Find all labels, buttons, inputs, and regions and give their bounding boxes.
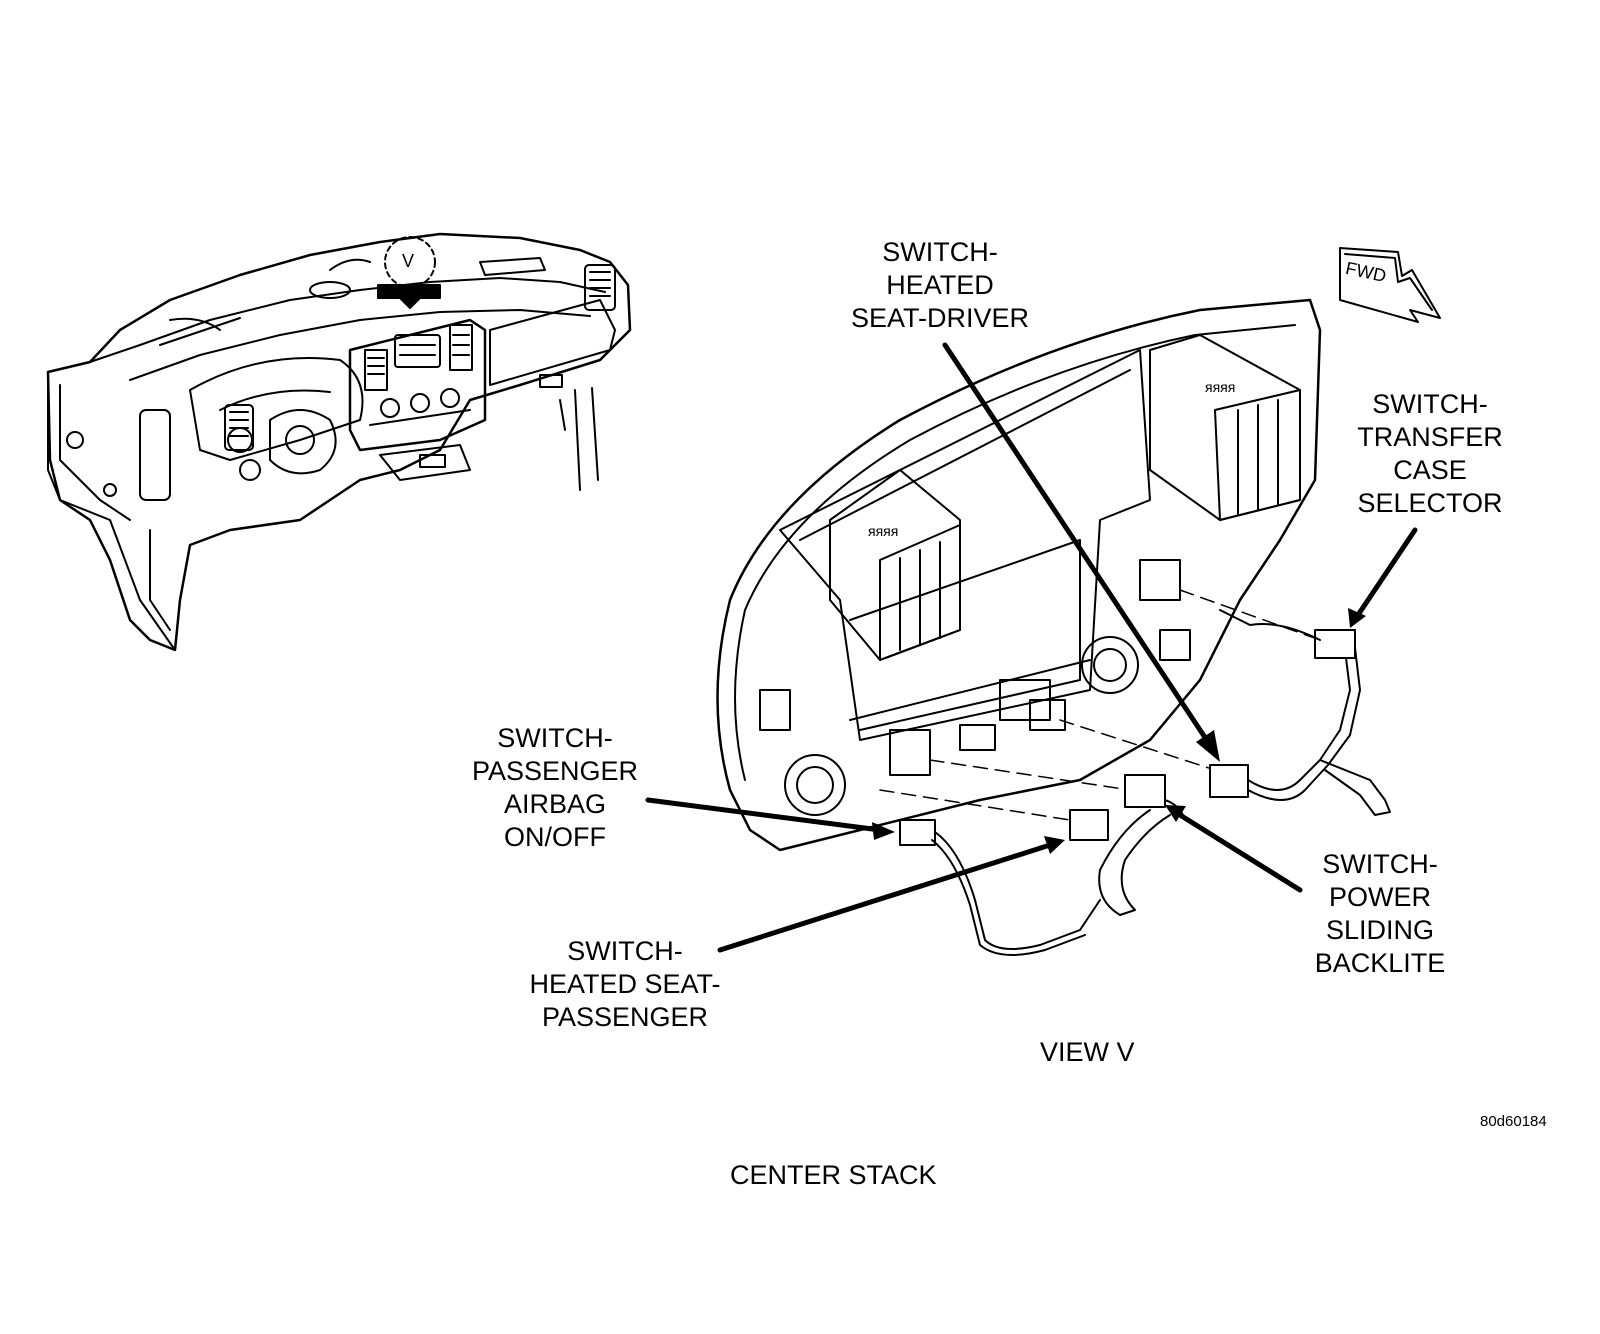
figure-id: 80d60184 — [1480, 1113, 1547, 1130]
arrow-power-backlite — [1177, 812, 1303, 893]
view-label: VIEW V — [1040, 1037, 1135, 1067]
arrow-heads — [872, 608, 1366, 854]
arrow-driver-seat — [942, 342, 1213, 748]
view-marker-label: V — [402, 251, 415, 271]
center-stack-bezel: ᴙᴙᴙᴙ ᴙᴙᴙᴙ — [716, 298, 1322, 852]
svg-text:ᴙᴙᴙᴙ: ᴙᴙᴙᴙ — [1205, 379, 1235, 395]
label-switch-transfer-case-selector: SWITCH- TRANSFER CASE SELECTOR — [1357, 389, 1503, 518]
leader-arrows — [645, 342, 1418, 953]
label-switch-heated-seat-passenger: SWITCH- HEATED SEAT- PASSENGER — [529, 936, 721, 1032]
label-switch-power-sliding-backlite: SWITCH- POWER SLIDING BACKLITE — [1314, 849, 1446, 978]
switch-connectors — [899, 609, 1391, 956]
diagram-caption: CENTER STACK — [730, 1160, 937, 1190]
arrow-airbag — [645, 797, 883, 833]
arrow-passenger-seat — [717, 842, 1053, 953]
instrument-panel-overview — [46, 232, 632, 652]
fwd-arrow-icon — [1339, 247, 1441, 323]
label-switch-heated-seat-driver: SWITCH- HEATED SEAT-DRIVER — [850, 237, 1030, 333]
svg-text:ᴙᴙᴙᴙ: ᴙᴙᴙᴙ — [868, 523, 898, 539]
label-switch-passenger-airbag: SWITCH- PASSENGER AIRBAG ON/OFF — [471, 723, 639, 852]
arrow-transfer-case — [1355, 527, 1418, 618]
